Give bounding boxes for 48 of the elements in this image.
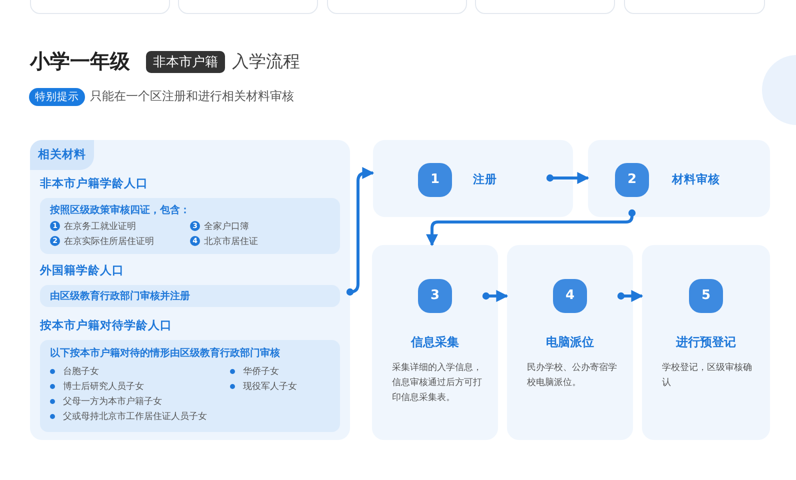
step-card: [372, 245, 498, 440]
info-box: [40, 198, 340, 254]
step-title: 注册: [473, 172, 497, 187]
notice-text: 只能在一个区注册和进行相关材料审核: [90, 88, 294, 105]
list-item: 现役军人子女: [243, 380, 297, 393]
step-title: 材料审核: [672, 172, 720, 187]
arrow: [426, 209, 636, 246]
step-number-badge: 4: [553, 279, 587, 313]
list-item: 华侨子女: [243, 366, 279, 378]
step-title: 进行预登记: [674, 334, 737, 351]
info-box: [40, 340, 340, 432]
step-number-badge: 2: [615, 163, 649, 197]
step-description: 民办学校、公办寄宿学校电脑派位。: [527, 362, 617, 390]
box-heading: 以下按本市户籍对待的情形由区级教育行政部门审核: [50, 346, 280, 360]
step-number-badge: 5: [689, 279, 723, 313]
section-tab: 相关材料: [30, 140, 94, 170]
arrow: [346, 167, 374, 296]
section-heading: 外国籍学龄人口: [40, 263, 124, 278]
materials-panel: [30, 140, 350, 440]
step-title: 信息采集: [410, 334, 460, 351]
box-text: 由区级教育行政部门审核并注册: [50, 289, 190, 303]
title: 小学一年级: [30, 48, 130, 75]
tag-badge: 非本市户籍: [146, 51, 225, 73]
list-item: 父母一方为本市户籍子女: [63, 396, 162, 408]
section-heading: 按本市户籍对待学龄人口: [40, 318, 172, 333]
notice-badge: 特别提示: [29, 88, 85, 106]
list-item: 博士后研究人员子女: [63, 380, 144, 393]
section-heading: 非本市户籍学龄人口: [40, 176, 148, 191]
box-heading: 按照区级政策审核四证，包含：: [50, 203, 190, 217]
arrow: [617, 290, 644, 302]
list-item: 全家户口簿: [204, 220, 249, 233]
step-card: [373, 140, 573, 217]
step-number-badge: 3: [418, 279, 452, 313]
step-number-badge: 1: [418, 163, 452, 197]
arrow: [482, 290, 508, 302]
subtitle: 入学流程: [232, 51, 300, 73]
list-item: 在京务工就业证明: [64, 220, 136, 233]
list-item: 北京市居住证: [204, 236, 258, 248]
step-description: 学校登记，区级审核确认: [662, 362, 753, 390]
step-card: [642, 245, 770, 440]
step-card: [588, 140, 770, 217]
step-description: 采集详细的入学信息，信息审核通过后方可打印信息采集表。: [392, 362, 482, 405]
list-item: 在京实际住所居住证明: [64, 236, 154, 248]
arrow: [546, 172, 590, 184]
step-title: 电脑派位: [545, 334, 595, 351]
list-item: 台胞子女: [63, 366, 99, 378]
step-card: [507, 245, 633, 440]
list-item: 父或母持北京市工作居住证人员子女: [63, 410, 207, 423]
